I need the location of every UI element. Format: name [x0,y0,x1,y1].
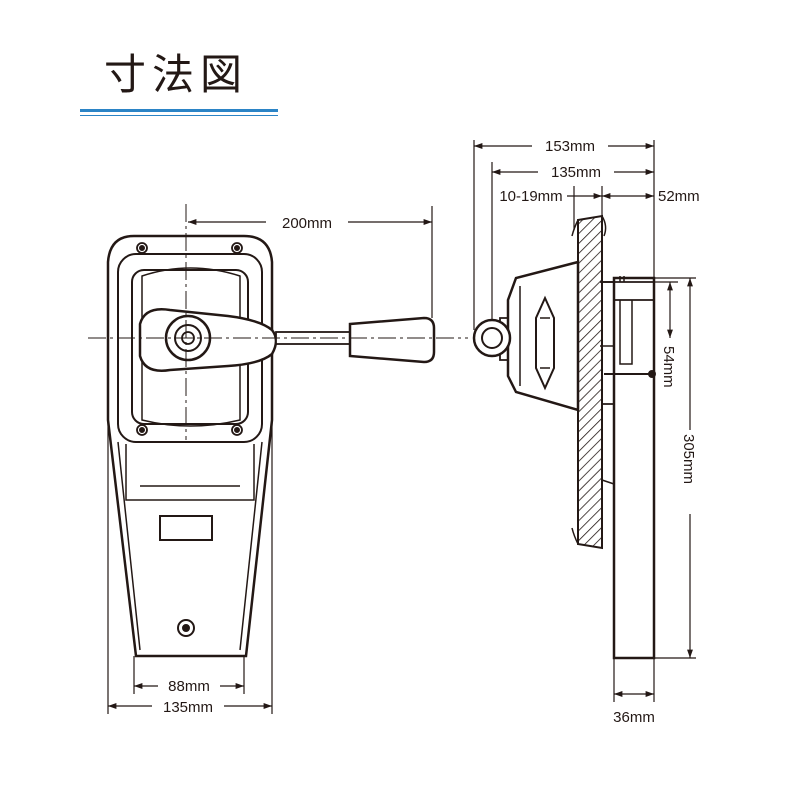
label-rear-plate: 36mm [613,709,655,726]
label-center-offset: 54mm [660,346,677,388]
dimension-labels: 200mm 88mm 135mm 153mm 135mm 10-19mm 52m… [152,136,700,726]
label-front-width: 135mm [163,699,213,716]
label-lever-length: 200mm [282,215,332,232]
corner-bolt-br [231,424,243,436]
title-underline-thin [80,115,278,116]
corner-bolt-bl [136,424,148,436]
center-lines [88,204,468,440]
label-rear-depth: 52mm [658,188,700,205]
side-housing [506,260,580,412]
side-lever-ring [472,318,512,358]
side-view [472,214,656,660]
title-underline [80,109,278,112]
page-title: 寸法図 [104,50,249,99]
label-height: 305mm [680,434,697,484]
corner-bolt-tr [231,242,243,254]
mounting-panel [577,214,603,550]
label-bolt-spacing: 88mm [168,678,210,695]
label-panel-thickness: 10-19mm [499,188,562,205]
front-label-window [159,515,213,541]
label-side-overall: 153mm [545,138,595,155]
front-mid-band [125,444,255,501]
side-top-bracket [600,281,655,301]
side-indicator [535,295,555,391]
bottom-screw [177,619,195,637]
label-side-depth: 135mm [551,164,601,181]
corner-bolt-tl [136,242,148,254]
side-rear-plate [612,276,656,660]
lever-grip [348,316,436,364]
front-lower-panel [117,441,263,651]
front-view [106,234,436,658]
